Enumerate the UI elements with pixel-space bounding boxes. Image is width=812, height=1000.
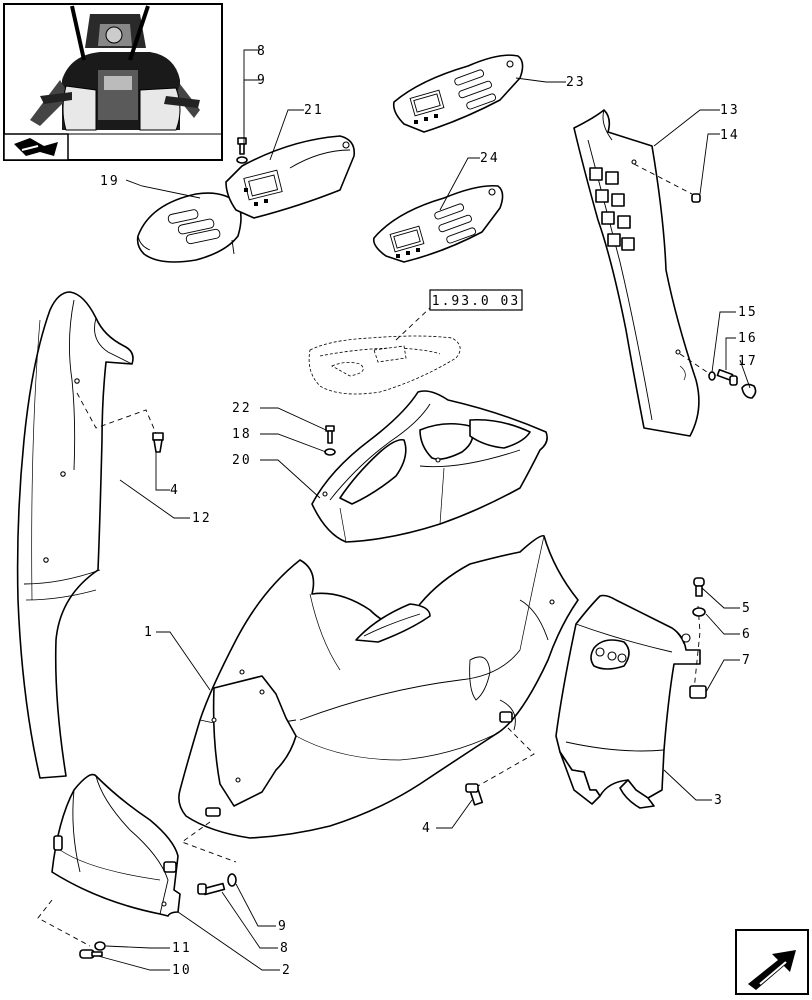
callout-12: 12 <box>192 511 212 526</box>
cap-17 <box>741 383 757 399</box>
callout-22: 22 <box>232 401 252 416</box>
part-2-lower-cover <box>37 773 181 947</box>
screw-16 <box>716 368 738 386</box>
bolt-22 <box>325 425 335 444</box>
washer-11 <box>94 941 106 951</box>
callout-6: 6 <box>742 627 752 642</box>
callout-24: 24 <box>480 151 500 166</box>
washer-18 <box>324 448 336 456</box>
washer-9-lower <box>227 873 237 887</box>
reference-ghost-part <box>308 305 461 395</box>
leader-lines <box>97 49 751 971</box>
callout-16: 16 <box>738 331 758 346</box>
callout-8-lower: 8 <box>280 941 290 956</box>
callout-4-lower: 4 <box>422 821 432 836</box>
callout-9-top: 9 <box>257 73 267 88</box>
arrow-next-icon[interactable] <box>735 929 809 995</box>
part-24-panel <box>372 184 504 263</box>
callout-17: 17 <box>738 354 758 369</box>
callout-18: 18 <box>232 427 252 442</box>
callout-3: 3 <box>714 793 724 808</box>
washer-6 <box>692 607 706 617</box>
part-21-panel <box>225 135 356 219</box>
screw-5 <box>693 577 705 597</box>
callout-7: 7 <box>742 653 752 668</box>
part-19-cover <box>136 192 242 263</box>
part-1-dashboard-housing <box>178 535 579 863</box>
callout-5: 5 <box>742 601 752 616</box>
callout-8-top: 8 <box>257 44 267 59</box>
nut-7 <box>689 685 707 699</box>
callout-13: 13 <box>720 103 740 118</box>
screw-10 <box>79 949 103 959</box>
callout-9-lower: 9 <box>278 919 288 934</box>
callout-19: 19 <box>100 174 120 189</box>
callout-10: 10 <box>172 963 192 978</box>
part-13-pillar-cover <box>573 109 711 437</box>
tractor-cab-thumbnail <box>3 3 223 161</box>
part-3-bracket-cover <box>555 594 701 809</box>
callout-1: 1 <box>144 625 154 640</box>
fastener-4-clip <box>152 432 164 453</box>
callout-14: 14 <box>720 128 740 143</box>
callout-2: 2 <box>282 963 292 978</box>
callout-15: 15 <box>738 305 758 320</box>
callout-21: 21 <box>304 103 324 118</box>
washer-15 <box>708 371 716 381</box>
callout-numbers: 8 9 21 19 23 24 13 14 15 16 17 22 18 20 … <box>100 44 758 978</box>
reference-label: 1.93.0 03 <box>432 294 520 309</box>
callout-23: 23 <box>566 75 586 90</box>
reference-label-box: 1.93.0 03 <box>429 289 523 311</box>
pillar-windows <box>589 167 635 251</box>
washer-9-top <box>236 156 248 164</box>
part-20-console <box>311 390 548 543</box>
part-12-left-side-panel <box>16 291 164 779</box>
callout-11: 11 <box>172 941 192 956</box>
screw-4-lower <box>465 783 484 806</box>
screw-8-lower <box>197 882 226 896</box>
part-23-panel <box>392 54 524 133</box>
callout-4-upper: 4 <box>170 483 180 498</box>
screw-14 <box>691 193 701 203</box>
bolt-8-top <box>237 137 247 155</box>
callout-20: 20 <box>232 453 252 468</box>
